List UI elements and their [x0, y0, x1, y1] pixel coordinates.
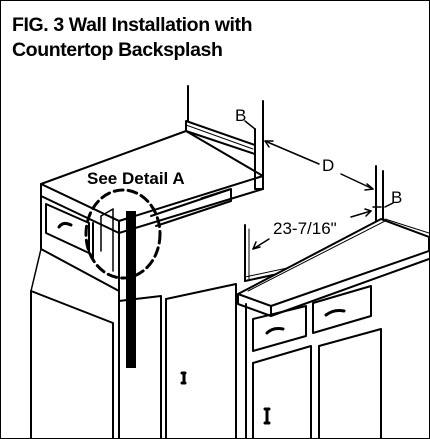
right-cabinet	[245, 258, 429, 438]
countertop-support-rail	[150, 188, 232, 227]
detail-a-circle	[84, 188, 162, 280]
left-cabinet	[30, 195, 237, 438]
right-countertop	[237, 218, 429, 317]
cutout-width-label: D	[320, 156, 337, 175]
dimension-depth	[252, 208, 372, 250]
figure-title-line-2: Countertop Backsplash	[12, 39, 223, 61]
filler-strip	[100, 208, 136, 368]
cutout-depth-label: 23-7/16"	[271, 219, 339, 238]
figure-title: FIG. 3 Wall Installation with Countertop…	[12, 13, 253, 63]
clearance-b-left-label: B	[235, 106, 247, 125]
clearance-b-right-label: B	[391, 188, 403, 207]
dimension-d	[264, 140, 374, 191]
see-detail-label: See Detail A	[87, 169, 185, 188]
wall-post	[254, 100, 264, 190]
dimension-b-right	[372, 202, 394, 208]
figure-title-line-1: FIG. 3 Wall Installation with	[12, 14, 253, 36]
dimension-b-left	[244, 120, 256, 130]
